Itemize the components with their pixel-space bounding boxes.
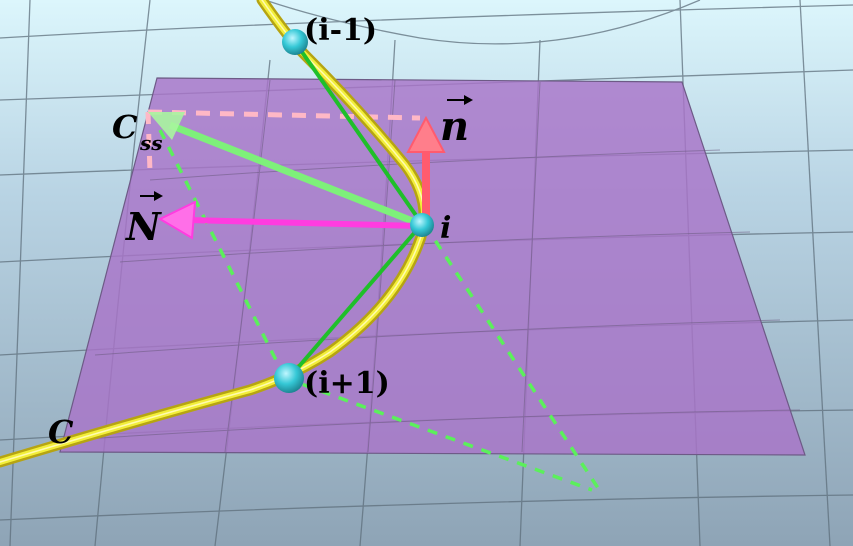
dashed-pink-line-side — [145, 111, 153, 173]
curvature-normal-overarrow-icon — [140, 191, 163, 201]
dashed-pink-line-top — [147, 109, 421, 121]
center-vector — [168, 121, 422, 228]
curvature-normal-arrowhead — [157, 200, 197, 240]
curvature-normal-vector — [187, 217, 421, 229]
label-point-prev: (i-1) — [304, 13, 377, 48]
label-curve: C — [48, 413, 74, 451]
tangent-plane — [59, 77, 806, 456]
label-point-next: (i+1) — [304, 366, 390, 401]
chord-prev — [293, 40, 424, 226]
label-point-curr: i — [440, 211, 451, 246]
node-current — [410, 213, 434, 237]
label-curvature-normal: N — [125, 204, 162, 249]
surface-normal-arrowhead — [406, 115, 446, 153]
label-center-symbol: C — [112, 108, 138, 146]
center-vector-head — [148, 112, 185, 140]
curve-C — [0, 0, 430, 468]
node-prev — [282, 29, 308, 55]
plane-grid — [69, 79, 801, 453]
label-center-subscript: ss — [139, 131, 163, 155]
label-surface-normal: n — [440, 103, 469, 150]
dashed-projection-lines — [158, 129, 600, 492]
chord-next — [287, 222, 424, 380]
surface-normal-overarrow-icon — [447, 95, 473, 105]
node-next — [274, 363, 304, 393]
